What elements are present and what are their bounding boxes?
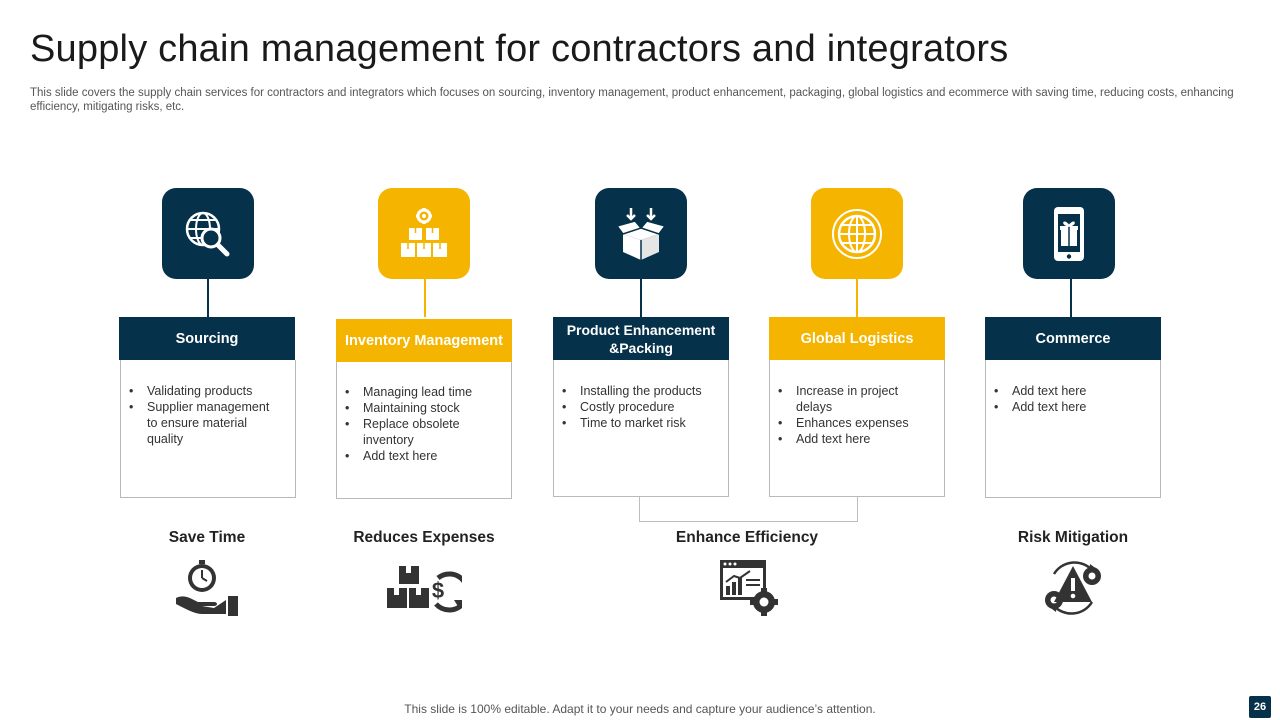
list-item: Add text here xyxy=(994,399,1148,415)
inventory-boxes-gear-icon xyxy=(401,207,447,257)
page-number: 26 xyxy=(1249,696,1271,718)
list-item: Enhances expenses xyxy=(778,415,932,431)
sourcing-icon-tile xyxy=(162,188,254,279)
list-item: Replace obsolete inventory xyxy=(345,416,499,448)
connector-line xyxy=(856,279,858,317)
card-header-commerce: Commerce xyxy=(985,317,1161,360)
risk-gears-icon xyxy=(1042,558,1104,618)
card-body-packing: Installing the products Costly procedure… xyxy=(553,360,729,497)
globe-icon xyxy=(832,208,882,259)
card-header-logistics: Global Logistics xyxy=(769,317,945,360)
connector-line xyxy=(424,279,426,317)
list-item: Managing lead time xyxy=(345,384,499,400)
footer-note: This slide is 100% editable. Adapt it to… xyxy=(404,702,876,716)
connector-line xyxy=(1070,279,1072,317)
card-body-logistics: Increase in project delays Enhances expe… xyxy=(769,360,945,497)
commerce-icon-tile xyxy=(1023,188,1115,279)
card-body-sourcing: Validating products Supplier management … xyxy=(120,360,296,498)
slide-subtitle: This slide covers the supply chain servi… xyxy=(30,87,1234,113)
list-item: Maintaining stock xyxy=(345,400,499,416)
card-header-inventory: Inventory Management xyxy=(336,319,512,362)
card-header-packing: Product Enhancement &Packing xyxy=(553,317,729,360)
benefit-label-save-time: Save Time xyxy=(168,529,246,546)
list-item: Validating products xyxy=(129,383,283,399)
dashboard-gear-icon xyxy=(718,558,780,618)
list-item: Add text here xyxy=(778,431,932,447)
svg-text:$: $ xyxy=(432,578,444,603)
list-item: Add text here xyxy=(345,448,499,464)
mobile-gift-icon xyxy=(1054,206,1084,261)
list-item: Installing the products xyxy=(562,383,716,399)
bracket-connector xyxy=(639,497,858,522)
inventory-icon-tile xyxy=(378,188,470,279)
card-body-commerce: Add text here Add text here xyxy=(985,360,1161,498)
card-body-inventory: Managing lead time Maintaining stock Rep… xyxy=(336,362,512,499)
card-header-sourcing: Sourcing xyxy=(119,317,295,360)
logistics-icon-tile xyxy=(811,188,903,279)
benefit-label-risk-mitigation: Risk Mitigation xyxy=(1017,529,1129,546)
list-item: Increase in project delays xyxy=(778,383,932,415)
packing-icon-tile xyxy=(595,188,687,279)
connector-line xyxy=(640,279,642,317)
list-item: Supplier management to ensure material q… xyxy=(129,399,283,447)
clock-hand-icon xyxy=(174,558,240,618)
boxes-dollar-icon: $ xyxy=(386,558,470,618)
benefit-label-enhance-efficiency: Enhance Efficiency xyxy=(675,529,819,546)
list-item: Costly procedure xyxy=(562,399,716,415)
list-item: Time to market risk xyxy=(562,415,716,431)
open-box-icon xyxy=(615,207,667,260)
benefit-label-reduces-expenses: Reduces Expenses xyxy=(353,529,495,546)
list-item: Add text here xyxy=(994,383,1148,399)
slide-title: Supply chain management for contractors … xyxy=(30,28,1009,70)
connector-line xyxy=(207,279,209,317)
globe-search-icon xyxy=(185,211,230,256)
